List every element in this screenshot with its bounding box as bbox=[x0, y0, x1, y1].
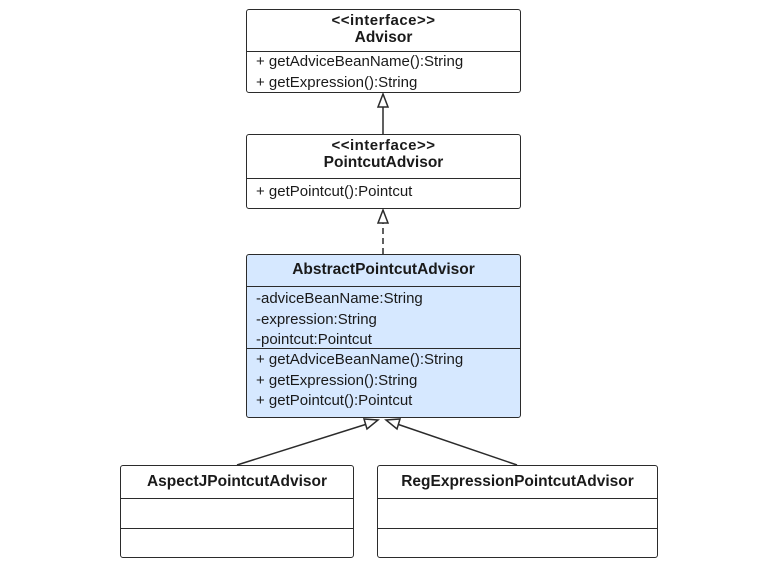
reg-expression-fields bbox=[378, 498, 657, 528]
reg-expression-header: RegExpressionPointcutAdvisor bbox=[378, 466, 657, 498]
abstract-pointcut-advisor-name: AbstractPointcutAdvisor bbox=[292, 261, 475, 278]
abstract-pointcut-advisor-field: -pointcut:Pointcut bbox=[256, 331, 372, 348]
abstract-pointcut-advisor-method: + getExpression():String bbox=[256, 371, 418, 389]
reg-expression-pointcut-advisor-name: RegExpressionPointcutAdvisor bbox=[401, 473, 634, 490]
abstract-pointcut-advisor-methods: + getAdviceBeanName():String + getExpres… bbox=[247, 348, 520, 412]
aspectj-fields bbox=[121, 498, 353, 528]
pointcut-advisor-header: <<interface>> PointcutAdvisor bbox=[247, 135, 520, 178]
advisor-methods: + getAdviceBeanName():String + getExpres… bbox=[247, 51, 520, 93]
aspectj-pointcut-advisor-name: AspectJPointcutAdvisor bbox=[146, 473, 327, 490]
class-reg-expression-pointcut-advisor: RegExpressionPointcutAdvisor bbox=[377, 465, 658, 558]
abstract-pointcut-advisor-header: AbstractPointcutAdvisor bbox=[247, 255, 520, 286]
advisor-name: Advisor bbox=[354, 29, 413, 46]
class-abstract-pointcut-advisor: AbstractPointcutAdvisor -adviceBeanName:… bbox=[246, 254, 521, 418]
abstract-pointcut-advisor-method: + getPointcut():Pointcut bbox=[256, 392, 413, 409]
realization-arrowhead bbox=[376, 207, 390, 224]
abstract-pointcut-advisor-field: -adviceBeanName:String bbox=[256, 290, 423, 307]
aspectj-methods bbox=[121, 528, 353, 556]
generalization-arrowhead-aspectj bbox=[362, 418, 380, 431]
pointcut-advisor-method: + getPointcut():Pointcut bbox=[256, 183, 413, 200]
pointcut-advisor-stereotype: <<interface>> bbox=[331, 137, 436, 154]
advisor-stereotype: <<interface>> bbox=[331, 12, 436, 29]
pointcut-advisor-name: PointcutAdvisor bbox=[323, 154, 444, 171]
class-pointcut-advisor: <<interface>> PointcutAdvisor + getPoint… bbox=[246, 134, 521, 209]
advisor-method: + getAdviceBeanName():String bbox=[256, 53, 464, 70]
aspectj-header: AspectJPointcutAdvisor bbox=[121, 466, 353, 498]
generalization-line-aspectj bbox=[236, 423, 368, 466]
abstract-pointcut-advisor-fields: -adviceBeanName:String -expression:Strin… bbox=[247, 286, 520, 348]
advisor-method: + getExpression():String bbox=[256, 73, 418, 91]
abstract-pointcut-advisor-method: + getAdviceBeanName():String bbox=[256, 351, 464, 368]
generalization-arrowhead bbox=[376, 91, 390, 108]
generalization-arrowhead-reg-expression bbox=[384, 418, 402, 431]
class-advisor: <<interface>> Advisor + getAdviceBeanNam… bbox=[246, 9, 521, 93]
abstract-pointcut-advisor-field: -expression:String bbox=[256, 310, 377, 328]
pointcut-advisor-methods: + getPointcut():Pointcut bbox=[247, 178, 520, 203]
generalization-line-reg-expression bbox=[396, 423, 518, 466]
reg-expression-methods bbox=[378, 528, 657, 556]
class-aspectj-pointcut-advisor: AspectJPointcutAdvisor bbox=[120, 465, 354, 558]
advisor-header: <<interface>> Advisor bbox=[247, 10, 520, 51]
